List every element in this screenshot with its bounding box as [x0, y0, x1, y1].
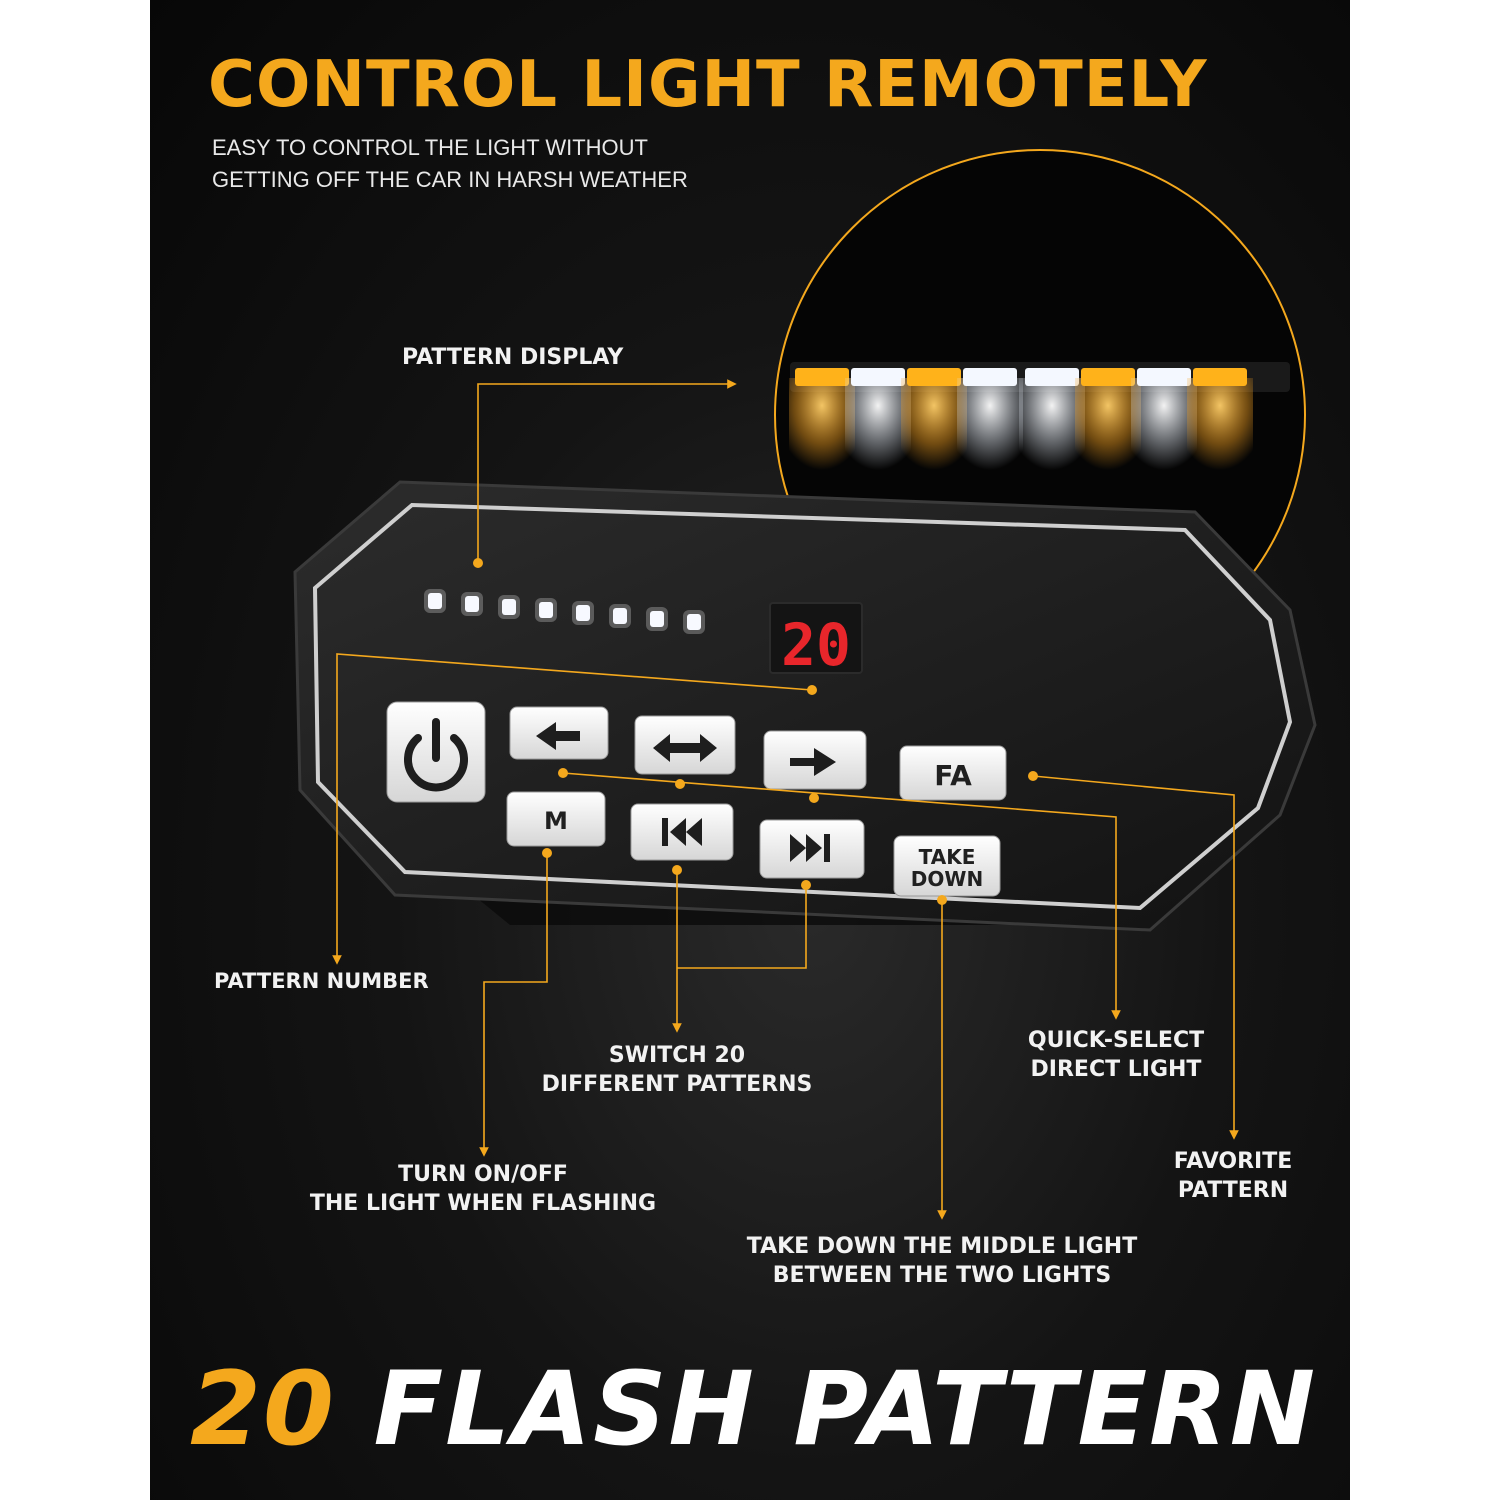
callout-turn-on-off-line1: TURN ON/OFF [398, 1162, 568, 1187]
callout-quick-select: QUICK-SELECT DIRECT LIGHT [1022, 1026, 1210, 1084]
controller-border-line [312, 502, 1293, 911]
callout-switch-line1: SWITCH 20 [608, 1043, 746, 1068]
led-glow [845, 378, 911, 470]
fa-button-label: FA [934, 759, 972, 792]
light-bar-segment-white [1137, 368, 1191, 386]
previous-button[interactable] [509, 706, 609, 760]
leader-favorite [1032, 775, 1239, 1140]
skip-back-button[interactable] [630, 803, 734, 861]
controller-device: 20 [293, 480, 1317, 932]
headline: CONTROL LIGHT REMOTELY [208, 48, 1208, 122]
indicator-led [576, 605, 590, 621]
led-glow [1131, 378, 1197, 470]
led-glow [1187, 378, 1253, 470]
mode-button-label: M [544, 807, 568, 835]
callout-favorite: FAVORITE PATTERN [1160, 1147, 1306, 1205]
indicator-led [428, 593, 442, 609]
callout-pattern-number-text: PATTERN NUMBER [214, 969, 429, 993]
leader-pattern-display [477, 379, 737, 563]
arrow-left-icon [536, 722, 580, 750]
indicator-led [687, 614, 701, 630]
skip-back-icon [662, 818, 702, 846]
callout-quick-select-line1: QUICK-SELECT [1027, 1028, 1205, 1053]
take-down-label-line2: DOWN [911, 867, 983, 891]
light-bar-segment-amber [1081, 368, 1135, 386]
light-bar-segments [789, 368, 1253, 470]
power-button[interactable] [386, 701, 486, 803]
light-bar-segment-white [1025, 368, 1079, 386]
light-bar-segment-white [851, 368, 905, 386]
callout-pattern-number: PATTERN NUMBER [214, 967, 429, 996]
take-down-button[interactable]: TAKE DOWN [893, 835, 1001, 897]
callout-turn-on-off: TURN ON/OFF THE LIGHT WHEN FLASHING [300, 1160, 666, 1218]
indicator-led [539, 602, 553, 618]
callout-pattern-display: PATTERN DISPLAY [402, 343, 623, 372]
product-illustration: 20 [293, 149, 1317, 1220]
callout-switch-line2: DIFFERENT PATTERNS [541, 1072, 813, 1097]
leader-pattern-number [332, 653, 813, 965]
callout-leader-lines [332, 379, 1239, 1220]
arrow-right-icon [790, 748, 836, 776]
bottom-title: 20 FLASH PATTERN [190, 1350, 1317, 1469]
take-down-label-line1: TAKE [919, 845, 976, 869]
callout-favorite-line2: PATTERN [1177, 1178, 1289, 1203]
subheadline-line2: GETTING OFF THE CAR IN HARSH WEATHER [212, 167, 688, 192]
led-glow [901, 378, 967, 470]
light-bar-segment-amber [1193, 368, 1247, 386]
callout-switch-patterns: SWITCH 20 DIFFERENT PATTERNS [539, 1041, 815, 1099]
bottom-title-text: FLASH PATTERN [335, 1350, 1318, 1469]
pattern-number-display [769, 602, 863, 674]
arrow-left-right-icon [653, 734, 717, 762]
bottom-title-number: 20 [190, 1350, 336, 1469]
led-glow [1019, 378, 1085, 470]
alternate-button[interactable] [634, 715, 736, 775]
light-bar-segment-amber [907, 368, 961, 386]
leader-turn-on-off [479, 853, 548, 1157]
power-icon [404, 718, 468, 792]
fa-button[interactable]: FA [899, 745, 1007, 801]
indicator-led [465, 596, 479, 612]
indicator-led [613, 608, 627, 624]
callout-quick-select-line2: DIRECT LIGHT [1030, 1057, 1202, 1082]
led-glow [789, 378, 855, 470]
indicator-led [650, 611, 664, 627]
leader-quick-select [562, 772, 1121, 1020]
led-glow [957, 378, 1023, 470]
callout-take-down: TAKE DOWN THE MIDDLE LIGHT BETWEEN THE T… [732, 1232, 1152, 1290]
next-button[interactable] [763, 730, 867, 790]
callout-pattern-display-text: PATTERN DISPLAY [402, 345, 624, 370]
callout-turn-on-off-line2: THE LIGHT WHEN FLASHING [309, 1191, 657, 1216]
product-panel: 20 [150, 0, 1350, 1500]
callout-favorite-line1: FAVORITE [1173, 1149, 1293, 1174]
indicator-leds [424, 589, 705, 634]
subheadline: EASY TO CONTROL THE LIGHT WITHOUT GETTIN… [212, 132, 688, 196]
mode-button[interactable]: M [506, 791, 606, 847]
light-bar-segment-white [963, 368, 1017, 386]
callout-take-down-line2: BETWEEN THE TWO LIGHTS [772, 1263, 1112, 1288]
subheadline-line1: EASY TO CONTROL THE LIGHT WITHOUT [212, 135, 648, 160]
leader-anchor-dots [473, 558, 1038, 905]
led-glow [1075, 378, 1141, 470]
pattern-number-readout: 20 [781, 611, 851, 679]
callout-take-down-line1: TAKE DOWN THE MIDDLE LIGHT [746, 1234, 1138, 1259]
indicator-led [502, 599, 516, 615]
skip-forward-icon [790, 834, 830, 862]
light-bar-segment-amber [795, 368, 849, 386]
skip-forward-button[interactable] [759, 819, 865, 879]
